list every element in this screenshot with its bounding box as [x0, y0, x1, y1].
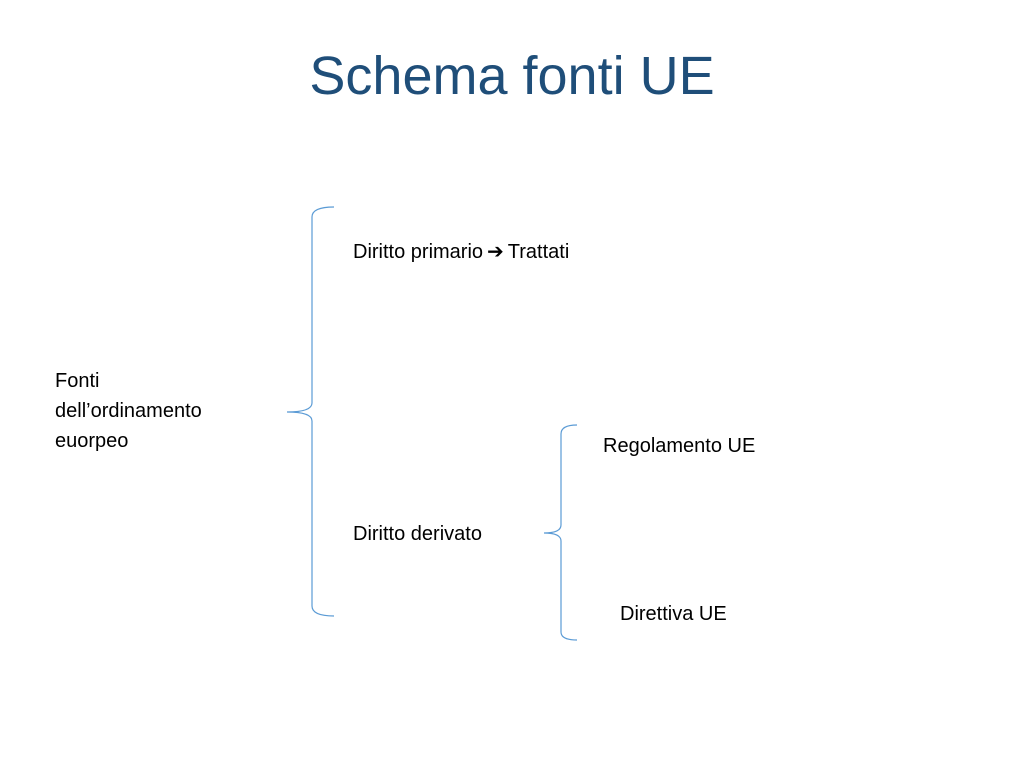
treaties-label: Trattati — [507, 241, 570, 263]
root-node-label: Fonti dell’ordinamento euorpeo — [55, 366, 255, 456]
primary-law-label: Diritto primario — [353, 241, 484, 263]
primary-law-node: Diritto primario➔Trattati — [353, 237, 569, 267]
derived-law-label: Diritto derivato — [353, 523, 482, 545]
right-arrow-icon: ➔ — [487, 241, 504, 263]
root-line-2: dell’ordinamento — [55, 400, 202, 422]
root-line-1: Fonti — [55, 370, 100, 392]
page-title: Schema fonti UE — [309, 46, 715, 106]
regulation-label: Regolamento UE — [603, 435, 756, 457]
derived-brace — [543, 424, 578, 641]
directive-label: Direttiva UE — [620, 603, 727, 625]
main-brace — [286, 206, 335, 617]
root-line-3: euorpeo — [55, 430, 129, 452]
